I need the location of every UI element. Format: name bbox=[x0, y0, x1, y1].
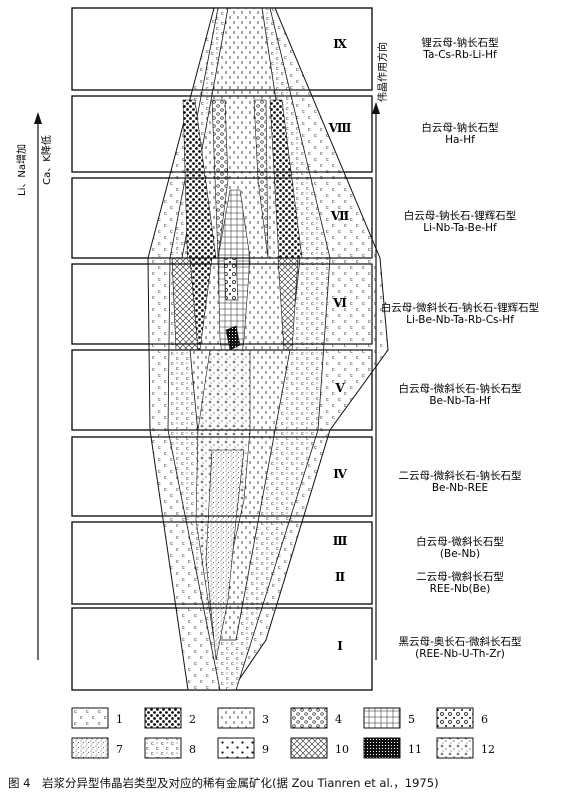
left-axis-arrow bbox=[34, 112, 42, 660]
left-axis-text-2: Ca、K降低 bbox=[40, 135, 53, 185]
zone-type-name: 白云母-微斜长石-钠长石-锂辉石型 bbox=[381, 301, 539, 314]
zone-type-name: 白云母-微斜长石-钠长石型 bbox=[398, 382, 521, 395]
legend-label: 4 bbox=[335, 713, 342, 726]
zone-numeral: Ⅷ bbox=[328, 121, 352, 135]
zone-box-outline bbox=[71, 521, 373, 605]
legend-label: 11 bbox=[408, 743, 422, 756]
zone-box-outline bbox=[71, 95, 373, 173]
zone-box-outline bbox=[71, 263, 373, 345]
legend-label: 5 bbox=[408, 713, 415, 726]
zone-type-name: 锂云母-钠长石型 bbox=[421, 36, 498, 49]
zone-numeral: Ⅴ bbox=[334, 381, 345, 395]
zone-box-outline bbox=[71, 349, 373, 431]
legend-label: 2 bbox=[189, 713, 196, 726]
zone-element-assemblage: Be-Nb-REE bbox=[432, 482, 488, 494]
zone-labels: Ⅸ Ⅷ Ⅶ Ⅵ Ⅴ Ⅳ Ⅲ Ⅱ Ⅰ bbox=[328, 37, 352, 653]
zone-type-name: 二云母-微斜长石型 bbox=[416, 570, 504, 583]
zone-box-outlines bbox=[71, 7, 373, 691]
legend-label: 8 bbox=[189, 743, 196, 756]
legend-swatch bbox=[363, 737, 401, 759]
zone-element-assemblage: Ta-Cs-Rb-Li-Hf bbox=[422, 49, 497, 61]
zone-element-assemblage: (REE-Nb-U-Th-Zr) bbox=[415, 648, 505, 660]
zone-box-outline bbox=[71, 436, 373, 517]
zone-type-name: 白云母-微斜长石型 bbox=[416, 535, 504, 548]
zone-type-name: 黑云母-奥长石-微斜长石型 bbox=[398, 635, 521, 648]
legend-label: 9 bbox=[262, 743, 269, 756]
zone-numeral: Ⅲ bbox=[333, 534, 348, 548]
legend-label: 10 bbox=[335, 743, 349, 756]
zone-box-outline bbox=[71, 177, 373, 259]
zone-box-outline bbox=[71, 7, 373, 91]
legend-swatch bbox=[71, 737, 109, 759]
legend-swatch bbox=[290, 737, 328, 759]
zone-type-name: 白云母-钠长石型 bbox=[421, 121, 498, 134]
zone-element-assemblage: (Be-Nb) bbox=[440, 548, 480, 560]
pegmatite-zoning-diagram: c c bbox=[15, 7, 539, 759]
zone-element-assemblage: REE-Nb(Be) bbox=[430, 583, 491, 595]
legend-label: 1 bbox=[116, 713, 123, 726]
legend-swatch bbox=[144, 707, 182, 729]
zone-element-assemblage: Li-Be-Nb-Ta-Rb-Cs-Hf bbox=[406, 314, 514, 326]
zone-box-outline bbox=[71, 607, 373, 691]
right-axis-arrow bbox=[372, 102, 380, 660]
legend-label: 12 bbox=[481, 743, 495, 756]
zone-numeral: Ⅸ bbox=[333, 37, 347, 51]
right-axis-text: 伟晶作用方向 bbox=[376, 42, 389, 102]
legend-swatch bbox=[436, 737, 474, 759]
zone-numeral: Ⅶ bbox=[330, 209, 349, 223]
legend-label: 3 bbox=[262, 713, 269, 726]
zone-numeral: Ⅳ bbox=[333, 467, 347, 481]
legend-label: 7 bbox=[116, 743, 123, 756]
legend-swatch bbox=[217, 737, 255, 759]
zone-type-name: 二云母-微斜长石-钠长石型 bbox=[398, 469, 521, 482]
zone-element-assemblage: Ha-Hf bbox=[445, 134, 475, 146]
zone-element-assemblage: Be-Nb-Ta-Hf bbox=[429, 395, 491, 407]
legend-label: 6 bbox=[481, 713, 488, 726]
left-axis-text-1: Li、Na增加 bbox=[15, 144, 28, 196]
zone-numeral: Ⅱ bbox=[335, 570, 345, 584]
zone-numeral: Ⅵ bbox=[332, 296, 347, 310]
legend-swatch bbox=[436, 707, 474, 729]
legend-swatch bbox=[290, 707, 328, 729]
legend-swatch bbox=[217, 707, 255, 729]
zone-element-assemblage: Li-Nb-Ta-Be-Hf bbox=[423, 222, 497, 234]
legend-swatch bbox=[363, 707, 401, 729]
zone-numeral: Ⅰ bbox=[337, 639, 343, 653]
legend-swatch bbox=[71, 707, 109, 729]
zone-type-name: 白云母-钠长石-锂辉石型 bbox=[404, 209, 517, 222]
figure-caption: 图 4 岩浆分异型伟晶岩类型及对应的稀有金属矿化(据 Zou Tianren e… bbox=[8, 776, 439, 790]
legend-swatch bbox=[144, 737, 182, 759]
